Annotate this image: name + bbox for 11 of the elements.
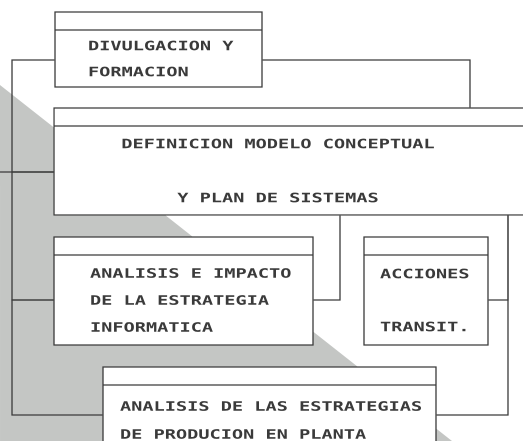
connector-line — [262, 59, 471, 108]
process-box: ANALISIS E IMPACTO DE LA ESTRATEGIA INFORMATICA — [53, 236, 314, 346]
process-box: ACCIONES TRANSIT. — [363, 236, 489, 346]
process-box: DIVULGACION Y FORMACION — [54, 11, 263, 88]
connector-line — [11, 59, 54, 173]
process-box: ANALISIS DE LAS ESTRATEGIAS DE PRODUCION EN PLANTA — [102, 366, 437, 441]
connector-line — [0, 171, 54, 173]
connector-line — [436, 216, 509, 416]
connector-line — [314, 216, 341, 301]
process-box: DEFINICION MODELO CONCEPTUAL Y PLAN DE SISTEMAS — [53, 107, 523, 216]
connector-line — [11, 299, 102, 416]
